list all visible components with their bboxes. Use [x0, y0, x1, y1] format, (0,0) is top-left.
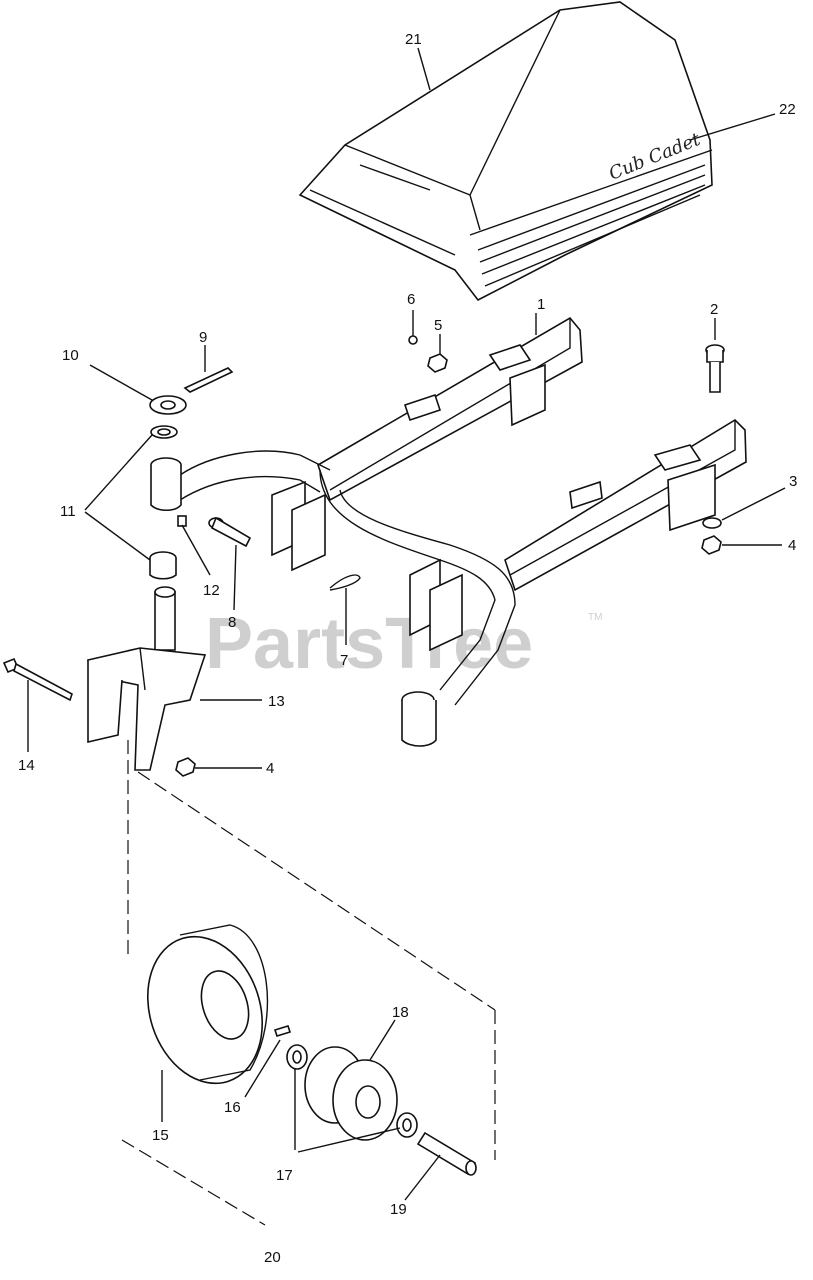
callout-22: 22 [779, 101, 796, 118]
bearing-17-left-part[interactable] [286, 1044, 308, 1070]
rim-18-part[interactable] [304, 1046, 398, 1141]
callout-17: 17 [276, 1167, 293, 1184]
callout-9: 9 [199, 329, 207, 346]
callout-18: 18 [392, 1004, 409, 1021]
callout-8: 8 [228, 614, 236, 631]
pivot-tube-part[interactable] [150, 457, 182, 512]
nut-4-fork-part[interactable] [175, 757, 196, 777]
bushing-11-upper-part[interactable] [150, 425, 178, 439]
pin-8-part[interactable] [208, 516, 252, 548]
bolt-2-part[interactable] [705, 344, 725, 393]
cotter-pin-9-part[interactable] [183, 367, 234, 393]
spacer-19-part[interactable] [416, 1131, 477, 1176]
spindle-part[interactable] [154, 586, 176, 651]
alignment-line-upper [127, 740, 496, 1011]
callout-2: 2 [710, 301, 718, 318]
callout-6: 6 [407, 291, 415, 308]
callout-5: 5 [434, 317, 442, 334]
washer-3-part[interactable] [702, 517, 722, 529]
alignment-line-lower [121, 1010, 496, 1226]
callout-1: 1 [537, 296, 545, 313]
callout-4-frame: 4 [788, 537, 796, 554]
watermark-text: PartsTree [205, 604, 533, 684]
fitting-12-part[interactable] [177, 515, 187, 527]
grease-fitting-16-part[interactable] [273, 1025, 292, 1037]
nut-5-part[interactable] [427, 353, 448, 373]
hairpin-7-part[interactable] [329, 574, 361, 591]
watermark-trademark: TM [588, 612, 602, 623]
nut-4-frame-part[interactable] [701, 535, 722, 555]
callout-16: 16 [224, 1099, 241, 1116]
hood-part[interactable] [298, 1, 713, 302]
callout-12: 12 [203, 582, 220, 599]
screw-6-part[interactable] [408, 335, 418, 345]
callout-19: 19 [390, 1201, 407, 1218]
callout-11: 11 [60, 503, 76, 520]
callout-20: 20 [264, 1249, 281, 1266]
callout-labels: 1 2 3 4 4 5 6 7 8 9 10 11 12 13 14 15 16… [18, 31, 797, 1266]
bolt-14-part[interactable] [2, 657, 73, 702]
bushing-11-lower-part[interactable] [149, 551, 177, 580]
callout-13: 13 [268, 693, 285, 710]
callout-3: 3 [789, 473, 797, 490]
callout-15: 15 [152, 1127, 169, 1144]
bearing-17-right-part[interactable] [396, 1112, 418, 1138]
leader-lines [27, 47, 786, 1201]
callout-4-fork: 4 [266, 760, 274, 777]
callout-7: 7 [340, 652, 348, 669]
callout-14: 14 [18, 757, 35, 774]
tire-15-part[interactable] [130, 922, 281, 1099]
callout-10: 10 [62, 347, 79, 364]
callout-21: 21 [405, 31, 422, 48]
caster-fork-13-part[interactable] [87, 647, 207, 771]
main-frame-part[interactable] [179, 316, 747, 747]
washer-10-part[interactable] [149, 395, 187, 415]
